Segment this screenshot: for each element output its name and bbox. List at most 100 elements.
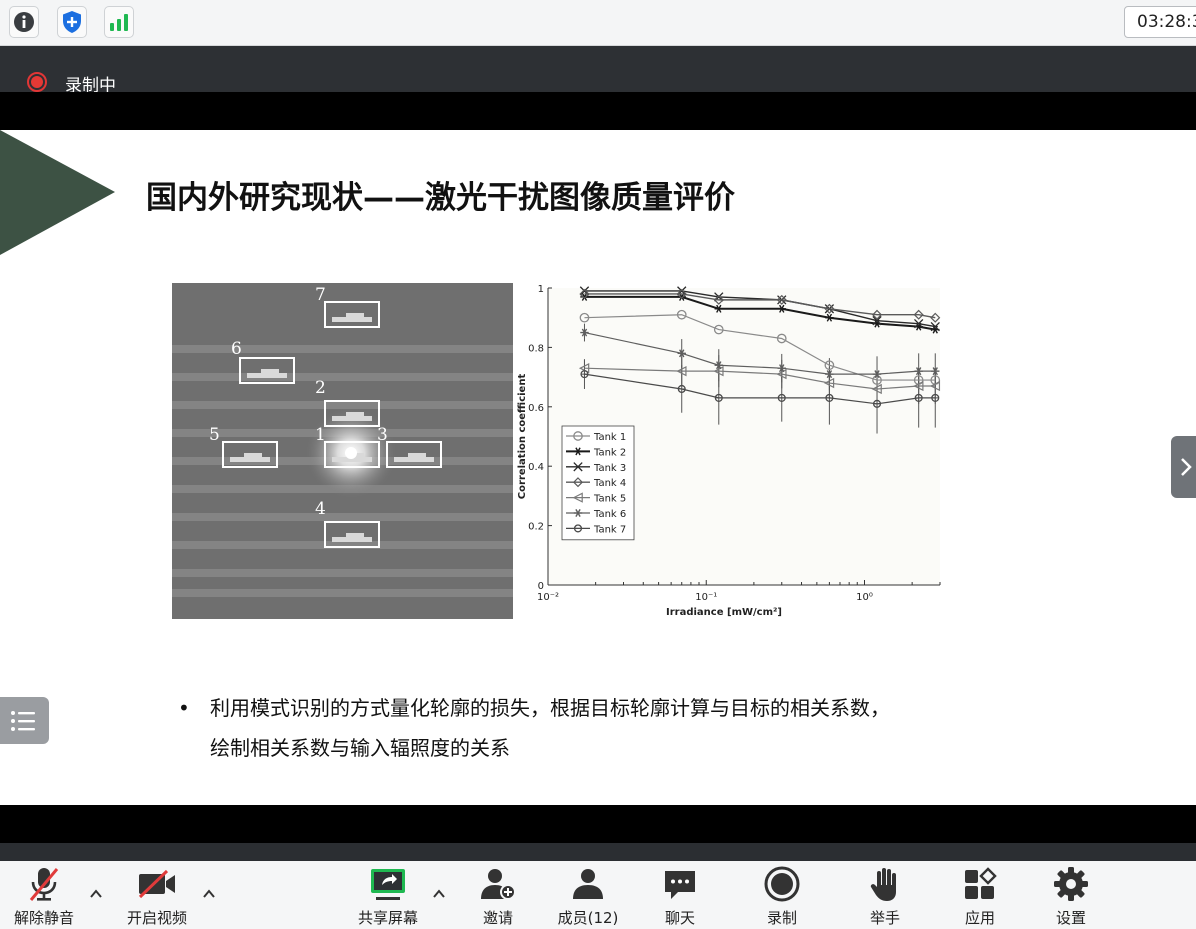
share-screen-label: 共享屏幕 [357,909,418,927]
chart-y-tick-label: 0 [538,581,544,592]
members-icon [573,869,603,899]
letterbox-bottom [0,805,1196,843]
chart-y-tick-label: 1 [538,284,544,295]
chart-legend-marker [573,447,583,456]
chart-legend-label: Tank 6 [593,509,626,520]
chart-point [872,375,882,385]
members-label: 成员(12) [557,909,619,927]
chart-point [677,349,686,358]
chart-point [931,393,940,402]
chart-series-line-7 [584,373,936,405]
unmute-label: 解除静音 [13,909,74,927]
chart-point [931,367,940,376]
apps-icon [965,867,997,899]
chart-y-tick-label: 0.6 [528,403,544,414]
next-page-button[interactable] [1171,436,1196,498]
settings-button[interactable]: 设置 [1041,861,1101,929]
info-icon [14,12,34,32]
meeting-timer: 03:28:3 [1124,6,1196,38]
chart-point [825,370,834,379]
share-screen-button[interactable]: 共享屏幕 [353,861,423,929]
chart-y-axis-label: Correlation coefficient [517,374,528,500]
chart-point [914,393,923,402]
chart-point [579,288,590,299]
video-options-chevron-icon[interactable] [202,887,216,901]
chart-legend-label: Tank 7 [593,524,626,535]
mic-muted-icon [29,868,59,901]
apps-label: 应用 [964,909,995,927]
chart-point [676,309,687,320]
bullet-line-1: 利用模式识别的方式量化轮廓的损失，根据目标轮廓计算与目标的相关系数， [210,696,890,720]
chart-point [579,312,590,323]
start-video-button[interactable]: 开启视频 [122,861,192,929]
members-button[interactable]: 成员(12) [552,861,624,929]
chart-point [677,384,686,394]
chart-point [913,309,924,320]
raise-hand-label: 举手 [869,909,900,927]
network-quality-button[interactable] [104,6,134,38]
shield-plus-icon [63,11,81,33]
share-options-chevron-icon[interactable] [432,887,446,901]
chart-point [676,365,687,377]
bullet-point: • 利用模式识别的方式量化轮廓的损失，根据目标轮廓计算与目标的相关系数， 绘制相… [178,688,890,768]
signal-bars-icon [110,14,128,31]
record-button[interactable]: 录制 [752,861,812,929]
chart-point [777,364,786,373]
video-off-icon [138,869,175,899]
chart-point [713,365,724,377]
chart-legend-marker [572,492,583,503]
chart-point [714,361,723,370]
chart-point [580,328,589,337]
chat-label: 聊天 [664,909,695,927]
chart-point [871,383,882,395]
chart-point [914,367,923,376]
settings-icon [1054,867,1088,901]
chart-series-line-1 [584,314,936,381]
chart-point [714,304,723,313]
record-label: 录制 [766,909,797,927]
chart-series-line-2 [584,295,936,331]
chart-point [930,321,940,332]
toolbar-divider [0,843,1196,861]
info-button[interactable] [9,6,39,38]
chart-legend-label: Tank 4 [593,478,626,489]
photo-label-4: 4 [315,499,326,519]
raise-hand-button[interactable]: 举手 [855,861,915,929]
chat-button[interactable]: 聊天 [650,861,710,929]
security-button[interactable] [57,6,87,38]
recording-indicator-icon [27,72,47,92]
chart-x-tick-label: 10⁰ [856,592,873,603]
photo-label-2: 2 [315,378,326,398]
chart-point [825,393,834,402]
invite-button[interactable]: 邀请 [468,861,528,929]
chart-legend-marker [572,477,584,488]
chart-point [825,313,834,322]
settings-label: 设置 [1055,909,1086,927]
chart-legend-label: Tank 1 [593,432,626,443]
unmute-button[interactable]: 解除静音 [10,861,78,929]
bullet-line-2: 绘制相关系数与输入辐照度的关系 [210,736,510,760]
audio-options-chevron-icon[interactable] [89,887,103,901]
list-menu-button[interactable] [0,697,49,744]
list-icon [10,710,35,731]
chart-point [777,393,786,402]
chart-point [823,377,835,389]
chart-point [930,312,941,323]
chart-legend-label: Tank 5 [593,494,626,505]
photo-label-3: 3 [377,425,388,445]
slide-title: 国内外研究现状——激光干扰图像质量评价 [146,180,735,216]
chart-point [929,380,941,392]
recording-bar [0,46,1196,92]
share-screen-icon [371,869,405,900]
chart-legend-marker [573,524,583,533]
apps-button[interactable]: 应用 [950,861,1010,929]
chart-point [872,370,882,379]
chart-point [580,370,589,379]
chart-point [713,324,724,335]
photo-label-1: 1 [315,425,326,445]
chart-y-tick-label: 0.2 [528,522,544,533]
chart-point [871,309,883,320]
chart-point [914,318,924,329]
shared-slide: 国内外研究现状——激光干扰图像质量评价 [0,130,1196,805]
